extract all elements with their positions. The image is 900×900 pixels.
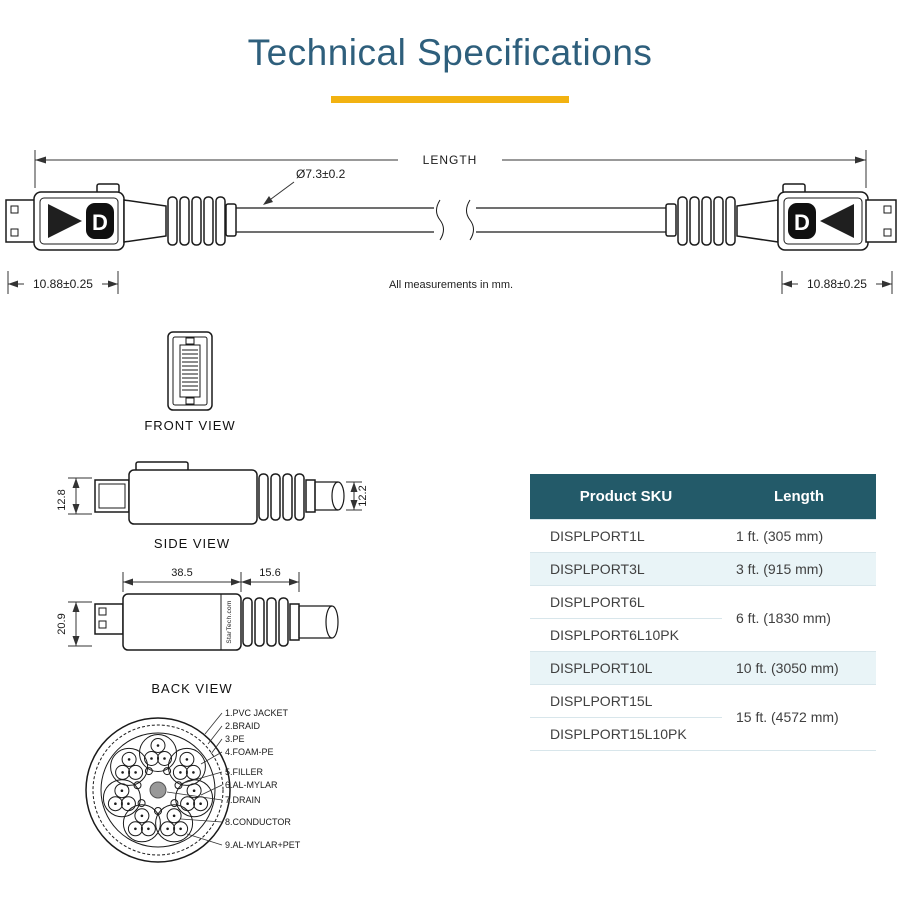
displayport-logo-left — [86, 203, 114, 239]
length-cell: 6 ft. (1830 mm) — [722, 584, 876, 651]
sku-cell: DISPLPORT1L — [530, 518, 722, 552]
table-row: DISPLPORT6L 6 ft. (1830 mm) — [530, 584, 876, 651]
cross-section-label: 4.FOAM-PE — [225, 747, 274, 757]
sku-cell: DISPLPORT3L — [530, 551, 722, 585]
cross-section-label: 8.CONDUCTOR — [225, 817, 291, 827]
back-ridges — [242, 597, 289, 647]
right-connector-dimension: 10.88±0.25 — [781, 271, 893, 294]
sku-cell: DISPLPORT15L10PK — [530, 716, 722, 750]
cross-section-label: 9.AL-MYLAR+PET — [225, 840, 301, 850]
length-cell: 10 ft. (3050 mm) — [722, 650, 876, 684]
back-top-dimensions: 38.5 15.6 — [122, 567, 300, 592]
brand-text: StarTech.com — [226, 600, 233, 643]
displayport-logo-left-letter: D — [92, 210, 108, 235]
right-boot — [736, 199, 779, 243]
cable-break-left — [436, 199, 444, 241]
table-row: DISPLPORT3L 3 ft. (915 mm) — [530, 551, 876, 585]
pe-circle — [100, 732, 216, 848]
side-view-label: SIDE VIEW — [153, 536, 231, 551]
cable-run — [236, 199, 666, 241]
table-row: DISPLPORT15L 15 ft. (4572 mm) — [530, 683, 876, 750]
cable-cross-section-diagram: 1.PVC JACKET 2.BRAID 3.PE 4.FOAM-PE 5.FI… — [85, 708, 301, 863]
table-header-length: Length — [722, 474, 876, 519]
length-cell: 15 ft. (4572 mm) — [722, 683, 876, 750]
diameter-label: Ø7.3±0.2 — [296, 167, 346, 181]
cable-break-right — [466, 199, 474, 241]
sku-cell: DISPLPORT15L — [530, 683, 722, 717]
cross-section-labels: 1.PVC JACKET 2.BRAID 3.PE 4.FOAM-PE 5.FI… — [225, 708, 301, 850]
table-header-row: Product SKU Length — [530, 474, 876, 519]
right-connector: D — [665, 183, 897, 251]
length-dimension: LENGTH — [34, 150, 867, 188]
filler-circles — [133, 767, 183, 815]
leader-lines — [166, 712, 223, 846]
connector-pins — [182, 349, 198, 391]
left-connector: D — [5, 183, 237, 251]
right-dim-label: 10.88±0.25 — [807, 277, 867, 291]
left-strain-relief-ridges — [167, 196, 226, 246]
side-ridges — [258, 473, 305, 521]
back-dim-body-label: 38.5 — [171, 567, 192, 579]
right-strain-relief-ridges — [677, 196, 736, 246]
cross-section-label: 5.FILLER — [225, 767, 264, 777]
table-row: DISPLPORT10L 10 ft. (3050 mm) — [530, 650, 876, 684]
cross-section-label: 6.AL-MYLAR — [225, 780, 278, 790]
cross-section-label: 2.BRAID — [225, 721, 261, 731]
cross-section-label: 3.PE — [225, 734, 245, 744]
side-height-dimension-left: 12.8 — [56, 477, 92, 515]
sku-cell: DISPLPORT6L10PK — [530, 617, 722, 651]
right-wedge — [820, 204, 854, 238]
pin-slot — [179, 344, 201, 398]
sku-length-table: Product SKU Length DISPLPORT1L 1 ft. (30… — [530, 474, 876, 751]
table-row: DISPLPORT15L10PK — [530, 716, 876, 750]
front-view-diagram — [167, 331, 213, 411]
braid-circle — [92, 724, 224, 856]
sku-cell: DISPLPORT10L — [530, 650, 722, 684]
length-cell: 3 ft. (915 mm) — [722, 551, 876, 585]
cross-section-label: 7.DRAIN — [225, 795, 261, 805]
table-header-product-sku: Product SKU — [530, 474, 722, 519]
units-note: All measurements in mm. — [389, 279, 513, 291]
back-height-dimension: 20.9 — [56, 601, 92, 647]
side-dim-left-label: 12.8 — [56, 489, 68, 510]
left-connector-dimension: 10.88±0.25 — [7, 271, 119, 294]
displayport-logo-right-letter: D — [794, 210, 810, 235]
diameter-callout: Ø7.3±0.2 — [263, 167, 346, 205]
page-title: Technical Specifications — [247, 32, 653, 73]
left-wedge — [48, 204, 82, 238]
sku-cell: DISPLPORT6L — [530, 584, 722, 618]
left-dim-label: 10.88±0.25 — [33, 277, 93, 291]
back-dim-height-label: 20.9 — [56, 613, 68, 634]
length-label: LENGTH — [423, 153, 478, 167]
title-accent-bar — [331, 96, 569, 103]
length-cell: 1 ft. (305 mm) — [722, 518, 876, 552]
side-dim-right-label: 12.2 — [357, 485, 369, 506]
back-view-label: BACK VIEW — [151, 681, 233, 696]
cable-length-diagram: LENGTH D — [5, 150, 897, 294]
back-dim-ridges-label: 15.6 — [259, 567, 280, 579]
left-boot — [123, 199, 167, 243]
displayport-logo-right — [788, 203, 816, 239]
table-row: DISPLPORT1L 1 ft. (305 mm) — [530, 518, 876, 552]
front-view-label: FRONT VIEW — [144, 418, 236, 433]
cross-section-label: 1.PVC JACKET — [225, 708, 289, 718]
back-view-diagram: 38.5 15.6 20.9 StarTech.com — [56, 567, 339, 651]
table-row: DISPLPORT6L10PK — [530, 617, 876, 651]
drain-wire — [149, 781, 167, 799]
side-height-dimension-right: 12.2 — [346, 481, 369, 511]
side-view-diagram: 12.8 12.2 — [56, 461, 369, 525]
